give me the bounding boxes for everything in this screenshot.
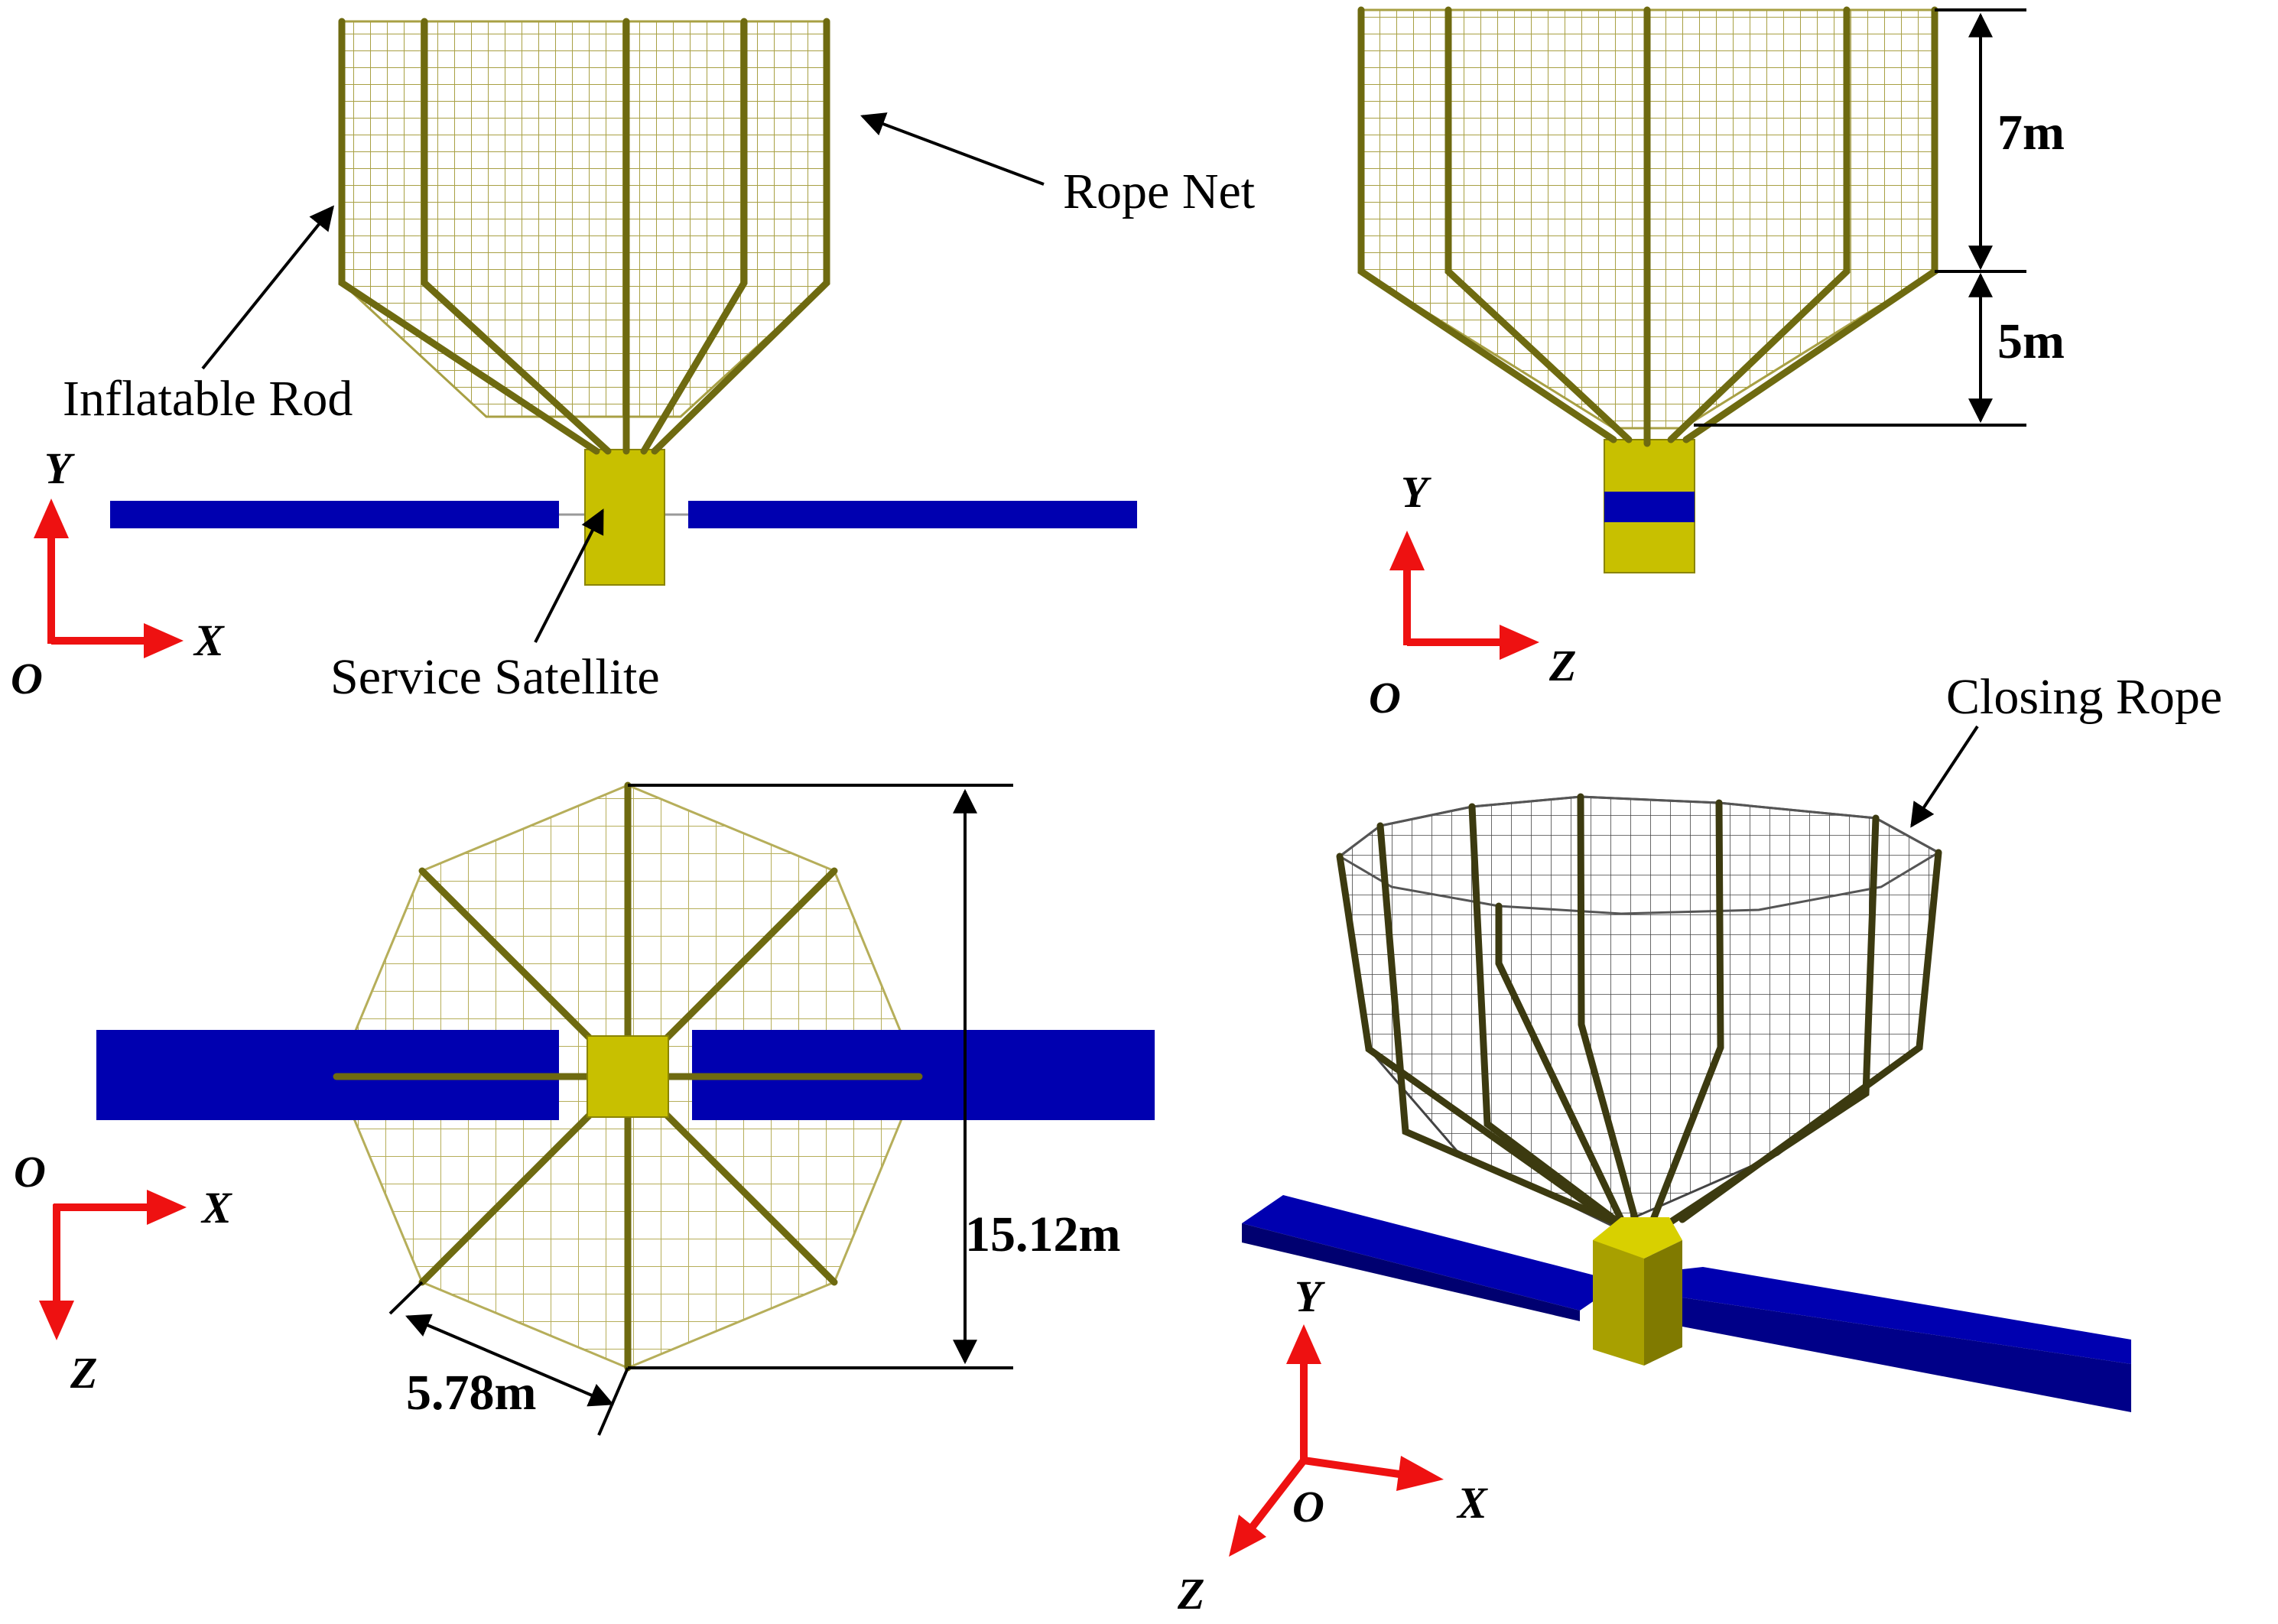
solar-panel-left-iso-side — [1242, 1223, 1580, 1321]
origin-label-top: O — [14, 1147, 46, 1197]
solar-panel-left — [110, 501, 559, 528]
inflatable-rod-pointer — [201, 205, 335, 370]
origin-label-side: O — [1369, 673, 1401, 723]
y-axis-label-iso: Y — [1295, 1272, 1325, 1321]
side-length-dimension: 5.78m — [388, 1281, 629, 1436]
service-satellite-iso-front — [1593, 1240, 1644, 1366]
x-axis-label-top: X — [200, 1183, 232, 1233]
z-axis-label-side: Z — [1548, 641, 1576, 690]
axis-triad-iso: Y X Z O — [1177, 1272, 1488, 1619]
inflatable-rods-iso — [1336, 793, 1942, 1231]
side-length-label: 5.78m — [406, 1365, 536, 1421]
service-satellite-top — [587, 1035, 669, 1118]
width-dimension: 15.12m — [628, 784, 1120, 1369]
axis-triad-side: Y Z O — [1369, 467, 1576, 723]
x-axis-label: X — [193, 615, 225, 665]
z-axis-label-top: Z — [70, 1348, 97, 1398]
lower-height-label: 5m — [1997, 313, 2065, 369]
inflatable-rods-side — [1357, 6, 1938, 447]
y-axis-label-side: Y — [1401, 467, 1431, 517]
top-view: 15.12m 5.78m X Z O — [14, 781, 1155, 1436]
closing-rope-pointer — [1910, 725, 1979, 828]
height-dimension: 7m 5m — [1694, 8, 2065, 427]
rope-net-label: Rope Net — [1063, 164, 1255, 219]
isometric-view: Closing Rope Y X Z O — [1177, 669, 2222, 1619]
solar-panel-left-iso — [1242, 1195, 1621, 1311]
origin-label: O — [11, 654, 43, 703]
closing-rope-label: Closing Rope — [1946, 669, 2222, 725]
axis-triad-top: X Z O — [14, 1147, 232, 1398]
overall-width-label: 15.12m — [965, 1207, 1120, 1262]
service-satellite-label: Service Satellite — [330, 649, 660, 705]
service-satellite-pointer — [534, 508, 604, 643]
x-axis-label-iso: X — [1456, 1478, 1488, 1528]
rope-net-iso — [1338, 795, 1940, 1228]
y-axis-label: Y — [44, 443, 75, 493]
inflatable-rod-label: Inflatable Rod — [63, 371, 353, 427]
solar-panel-right-iso-side — [1682, 1298, 2131, 1412]
z-axis-label-iso: Z — [1177, 1569, 1204, 1619]
side-length-dim-line — [405, 1314, 614, 1407]
inflatable-rods — [338, 18, 830, 455]
solar-panel-edge — [1604, 492, 1695, 522]
service-satellite-body — [584, 449, 665, 586]
rope-net-pointer — [860, 112, 1045, 186]
solar-panel-right-iso — [1682, 1267, 2131, 1364]
axis-triad-front: Y X O — [11, 443, 225, 703]
origin-label-iso: O — [1292, 1482, 1324, 1531]
side-view: 7m 5m Y Z O — [1357, 6, 2065, 723]
solar-panel-right — [688, 501, 1137, 528]
upper-height-label: 7m — [1997, 105, 2065, 161]
service-satellite-iso-side — [1644, 1240, 1682, 1366]
front-view: Rope Net Inflatable Rod Service Satellit… — [11, 18, 1255, 705]
